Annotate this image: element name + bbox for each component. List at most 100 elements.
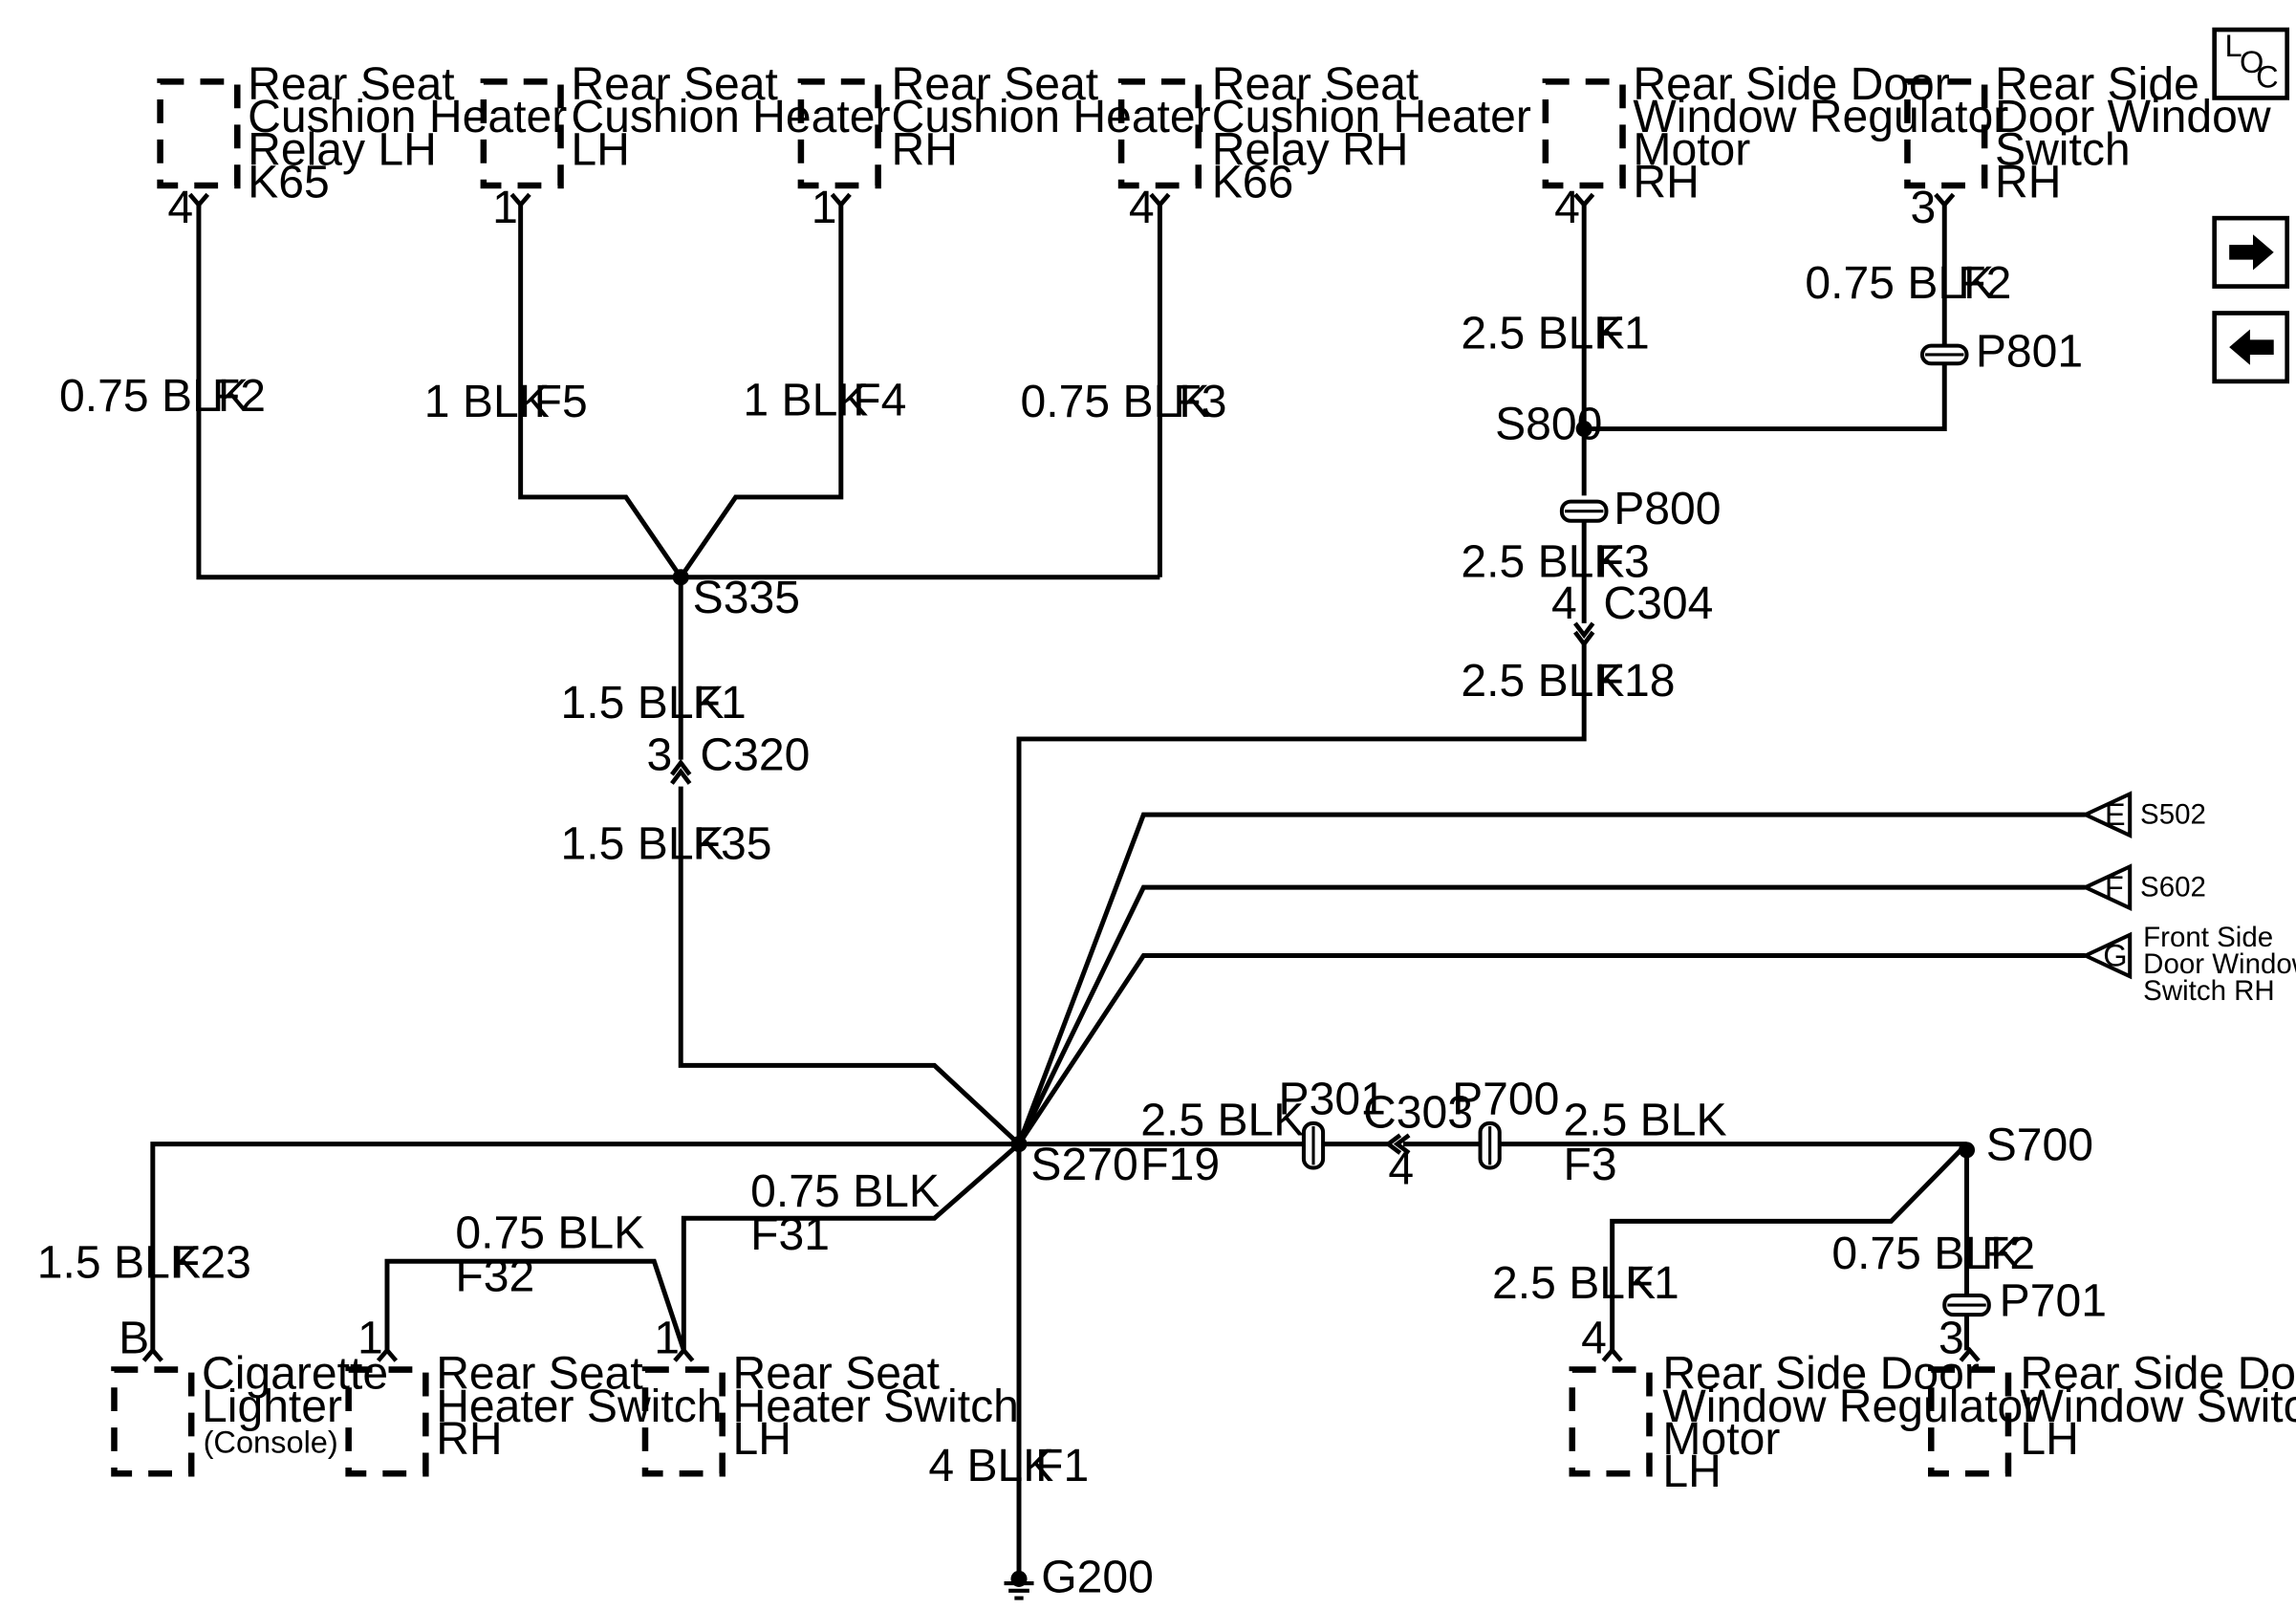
wire-size-relay-lh: 0.75 BLK: [59, 370, 249, 422]
component-label-reg-motor-lh: Rear Side Door Window Regulator Motor LH: [1662, 1348, 2050, 1497]
splice-dot-s335: [672, 569, 689, 586]
component-label-win-switch-rh: Rear Side Door Window Switch RH: [1995, 58, 2284, 207]
wire-offpage-g: [1016, 953, 2086, 1146]
component-label-cig-lighter: Cigarette Lighter (Console): [202, 1348, 395, 1460]
offpage-f: F: [2080, 863, 2133, 912]
wire-size-switch-lh: 0.75 BLK: [1831, 1228, 2021, 1279]
splice-label-s335: S335: [693, 572, 800, 623]
svg-text:O: O: [2240, 45, 2264, 79]
component-box-cig-lighter: [111, 1366, 195, 1477]
component-box-relay-rh: [1117, 78, 1202, 189]
connector-label-c303: C303: [1363, 1087, 1473, 1139]
wire-id-s270-c303: F19: [1140, 1139, 1220, 1190]
pass-thru-p701: [1942, 1293, 1991, 1317]
wire-id-ground: F1: [1035, 1440, 1089, 1491]
wire-size-heater-rh: 1 BLK: [743, 375, 868, 426]
svg-text:G: G: [2103, 938, 2127, 972]
wire-size-s335-c320: 1.5 BLK: [561, 677, 725, 729]
wire-size-relay-rh: 0.75 BLK: [1021, 376, 1210, 427]
wire-id-c304-s270: F18: [1596, 655, 1676, 707]
component-box-win-switch-rh: [1904, 78, 1988, 189]
arrow-right-icon[interactable]: [2212, 215, 2290, 289]
component-box-seat-sw-lh: [641, 1366, 726, 1477]
component-label-heater-lh: Rear Seat Cushion Heater LH: [571, 58, 903, 175]
wire-id-seat-sw-rh: F32: [455, 1250, 534, 1301]
component-label-heater-rh: Rear Seat Cushion Heater RH: [892, 58, 1224, 175]
wire-id-switch-lh: F2: [1982, 1228, 2035, 1279]
svg-text:C: C: [2256, 60, 2279, 95]
wire-cig: [150, 1142, 1020, 1351]
wire-size-heater-lh: 1 BLK: [424, 376, 550, 427]
loc-icon[interactable]: L O C: [2212, 27, 2290, 100]
terminal-win-switch-rh: [1934, 192, 1956, 208]
connector-c320: [670, 758, 692, 785]
component-box-reg-motor-lh: [1569, 1366, 1653, 1477]
wire-relay-lh: [196, 205, 1160, 580]
wire-size-s270-c303: 2.5 BLK: [1140, 1094, 1304, 1145]
component-label-win-switch-lh: Rear Side Door Window Switch LH: [2020, 1348, 2296, 1465]
splice-label-s700: S700: [1986, 1120, 2093, 1171]
wire-size-motor-rh: 2.5 BLK: [1461, 308, 1624, 359]
component-box-win-switch-lh: [1928, 1366, 2012, 1477]
wire-id-c303-s700: F3: [1563, 1139, 1616, 1190]
wire-id-seat-sw-lh: F31: [750, 1208, 830, 1260]
connector-label-c320: C320: [700, 729, 810, 781]
wire-size-ground: 4 BLK: [928, 1440, 1053, 1491]
splice-dot-s700: [1958, 1142, 1976, 1159]
offpage-g: G: [2080, 931, 2133, 980]
offpage-e: E: [2080, 791, 2133, 838]
pin-win-switch-lh: 3: [1939, 1312, 1964, 1363]
svg-text:F: F: [2105, 870, 2124, 904]
wire-size-motor-lh: 2.5 BLK: [1492, 1257, 1656, 1309]
wire-motor-lh: [1610, 1142, 1969, 1351]
component-box-seat-sw-rh: [345, 1366, 429, 1477]
component-box-relay-lh: [157, 78, 241, 189]
pass-thru-p800: [1559, 499, 1609, 523]
wire-id-c320-s270: F35: [693, 818, 772, 870]
connector-label-c304: C304: [1603, 577, 1713, 629]
wire-c304-s270: [1016, 643, 1587, 1144]
pin-relay-lh: 4: [167, 182, 193, 233]
offpage-label-g: Front Side Door Window Switch RH: [2143, 922, 2296, 1007]
wire-seat-sw-rh: [384, 1258, 686, 1352]
wire-id-heater-lh: F5: [534, 376, 588, 427]
splice-label-s800: S800: [1495, 398, 1602, 449]
svg-text:E: E: [2105, 797, 2126, 832]
wire-size-cig: 1.5 BLK: [37, 1236, 201, 1288]
pin-cig-lighter: B: [119, 1312, 149, 1363]
pass-thru-label-p801: P801: [1976, 325, 2083, 377]
pin-heater-lh: 1: [492, 182, 518, 233]
connector-c304: [1573, 621, 1595, 648]
pass-thru-label-p800: P800: [1614, 483, 1721, 534]
wire-switch-rh: [1584, 205, 1947, 432]
component-label-seat-sw-lh: Rear Seat Heater Switch LH: [733, 1348, 1032, 1465]
pin-seat-sw-rh: 1: [357, 1312, 383, 1363]
component-label-seat-sw-rh: Rear Seat Heater Switch RH: [436, 1348, 735, 1465]
wire-id-switch-rh: F2: [1958, 257, 2011, 309]
connector-pin-c304: 4: [1551, 577, 1577, 629]
component-box-reg-motor-rh: [1542, 78, 1626, 189]
connector-pin-c320: 3: [647, 729, 673, 781]
pin-reg-motor-rh: 4: [1554, 182, 1580, 233]
connector-pin-c303: 4: [1388, 1143, 1414, 1195]
pin-win-switch-rh: 3: [1911, 182, 1937, 233]
wire-id-relay-rh: F3: [1173, 376, 1226, 427]
wire-size-c320-s270: 1.5 BLK: [561, 818, 725, 870]
offpage-label-f: S602: [2140, 871, 2206, 903]
component-box-heater-lh: [480, 78, 564, 189]
arrow-left-icon[interactable]: [2212, 311, 2290, 384]
pin-reg-motor-lh: 4: [1581, 1312, 1607, 1363]
ground-icon: [1004, 1570, 1034, 1600]
wire-id-s800-c304: F3: [1596, 536, 1650, 588]
splice-label-s270: S270: [1030, 1139, 1137, 1190]
wire-id-s335-c320: F1: [693, 677, 747, 729]
pass-thru-label-p701: P701: [2000, 1275, 2107, 1327]
ground-label: G200: [1041, 1551, 1154, 1602]
pass-thru-label-p700: P700: [1452, 1074, 1559, 1125]
wire-offpage-f: [1016, 884, 2086, 1145]
component-box-heater-rh: [797, 78, 881, 189]
wire-size-c304-s270: 2.5 BLK: [1461, 655, 1624, 707]
splice-dot-s270: [1010, 1136, 1028, 1153]
wire-id-motor-lh: F1: [1626, 1257, 1679, 1309]
